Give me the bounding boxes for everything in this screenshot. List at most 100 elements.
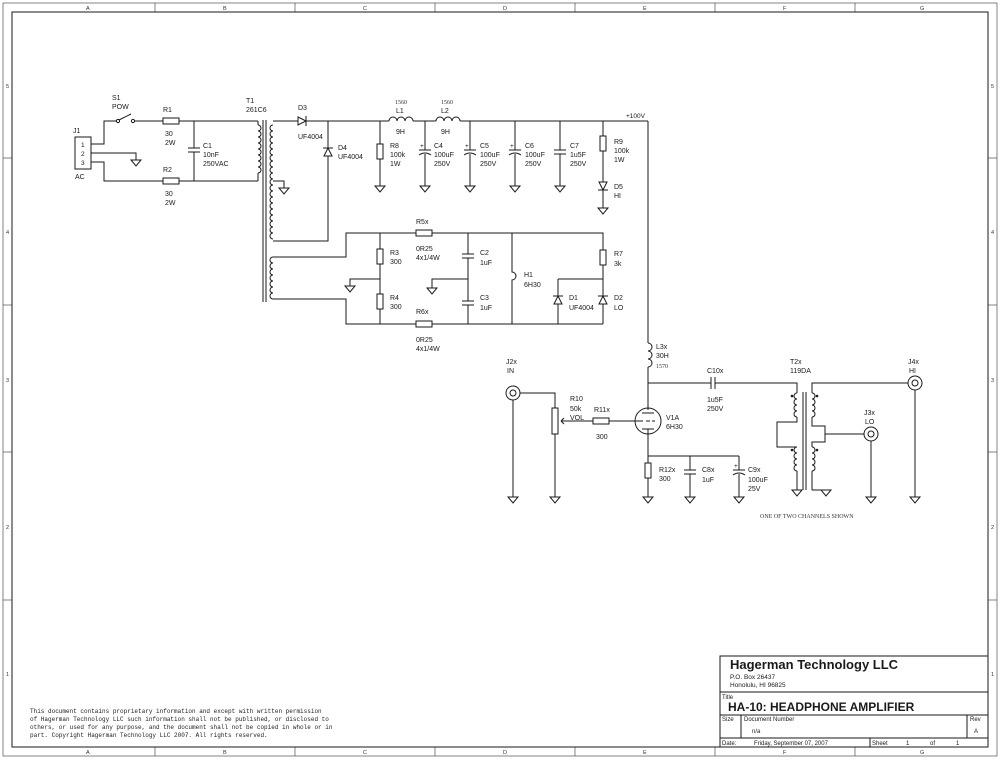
v1a-ref: V1A bbox=[666, 415, 680, 422]
zone-label-right-1: 1 bbox=[991, 672, 994, 678]
r2-rating: 2W bbox=[165, 200, 176, 207]
d3-ref: D3 bbox=[298, 105, 307, 112]
j2x-ref: J2x bbox=[506, 359, 517, 366]
c7-ref: C7 bbox=[570, 143, 579, 150]
ground-symbol bbox=[506, 496, 520, 504]
j1-value: AC bbox=[75, 174, 85, 181]
t2x-value: 119DA bbox=[790, 368, 811, 375]
revision: A bbox=[974, 729, 978, 735]
j3x-output-jack-lo bbox=[863, 426, 879, 442]
c10x-capacitor bbox=[710, 377, 716, 389]
date-value: Friday, September 07, 2007 bbox=[754, 741, 829, 747]
l1-value: 9H bbox=[396, 129, 405, 136]
heater-supply-section: R5x 0R25 4x1/4W R6x 0R25 4x1/4W R3 300 R… bbox=[273, 219, 624, 353]
h1-value: 6H30 bbox=[524, 282, 541, 289]
r1-resistor bbox=[162, 117, 180, 125]
ground-symbol bbox=[129, 159, 143, 167]
d5-led bbox=[598, 181, 608, 192]
ground-symbol bbox=[553, 185, 567, 193]
svg-text:+: + bbox=[510, 143, 514, 150]
document-number: n/a bbox=[752, 729, 761, 735]
v1a-value: 6H30 bbox=[666, 424, 683, 431]
ground-symbol bbox=[790, 489, 804, 497]
c10x-ref: C10x bbox=[707, 368, 724, 375]
d4-diode bbox=[323, 146, 333, 157]
disclaimer-line-2: of Hagerman Technology LLC such informat… bbox=[30, 716, 329, 723]
l2-inductor bbox=[435, 116, 461, 122]
disclaimer: This document contains proprietary infor… bbox=[30, 708, 333, 739]
c9x-rating: 25V bbox=[748, 486, 761, 493]
svg-text:+: + bbox=[420, 143, 424, 150]
ground-symbol bbox=[908, 496, 922, 504]
zone-label-top-e: E bbox=[643, 6, 647, 12]
ground-symbol bbox=[373, 185, 387, 193]
zone-label-bottom-c: C bbox=[363, 750, 367, 756]
drawing-title: HA-10: HEADPHONE AMPLIFIER bbox=[728, 700, 915, 714]
zone-label-left-4: 4 bbox=[6, 230, 9, 236]
t2x-output-transformer bbox=[776, 392, 826, 490]
r5x-value: 0R25 bbox=[416, 246, 433, 253]
d1-ref: D1 bbox=[569, 295, 578, 302]
c5-value: 100uF bbox=[480, 152, 500, 159]
d5-value: HI bbox=[614, 193, 621, 200]
svg-text:+: + bbox=[734, 463, 738, 470]
j2x-input-jack bbox=[505, 385, 521, 401]
r11x-resistor bbox=[592, 417, 610, 425]
r8-rating: 1W bbox=[390, 161, 401, 168]
d2-ref: D2 bbox=[614, 295, 623, 302]
zone-label-bottom-a: A bbox=[86, 750, 90, 756]
r8-ref: R8 bbox=[390, 143, 399, 150]
r12x-value: 300 bbox=[659, 476, 671, 483]
ground-symbol bbox=[641, 496, 655, 504]
document-number-label: Document Number bbox=[744, 717, 794, 723]
c9x-ref: C9x bbox=[748, 467, 761, 474]
r4-resistor bbox=[376, 293, 384, 310]
r6x-resistor bbox=[415, 320, 433, 328]
zone-label-top-c: C bbox=[363, 6, 367, 12]
date-label: Date: bbox=[722, 741, 737, 747]
c4-ref: C4 bbox=[434, 143, 443, 150]
c8x-ref: C8x bbox=[702, 467, 715, 474]
ground-symbol bbox=[343, 285, 357, 293]
ground-symbol bbox=[548, 496, 562, 504]
r4-value: 300 bbox=[390, 304, 402, 311]
r10-rating: VOL bbox=[570, 415, 584, 422]
c2-value: 1uF bbox=[480, 260, 492, 267]
d3-value: UF4004 bbox=[298, 134, 323, 141]
c7-rating: 250V bbox=[570, 161, 587, 168]
ground-symbol bbox=[683, 496, 697, 504]
zone-label-bottom-g: G bbox=[920, 750, 924, 756]
l3x-value: 30H bbox=[656, 353, 669, 360]
c6-rating: 250V bbox=[525, 161, 542, 168]
sheet-count: 1 bbox=[956, 741, 960, 747]
c4-value: 100uF bbox=[434, 152, 454, 159]
l1-ref: L1 bbox=[396, 108, 404, 115]
c1-capacitor bbox=[188, 121, 200, 181]
r5x-ref: R5x bbox=[416, 219, 429, 226]
sheet-label: Sheet bbox=[872, 741, 888, 747]
r10-ref: R10 bbox=[570, 396, 583, 403]
disclaimer-line-3: others, or used for any purpose, and the… bbox=[30, 724, 333, 731]
s1-switch bbox=[115, 113, 136, 124]
c2-ref: C2 bbox=[480, 250, 489, 257]
d2-led bbox=[598, 294, 608, 305]
zone-label-bottom-f: F bbox=[783, 750, 787, 756]
c6-value: 100uF bbox=[525, 152, 545, 159]
ground-symbol bbox=[864, 496, 878, 504]
d2-value: LO bbox=[614, 305, 624, 312]
r3-resistor bbox=[376, 248, 384, 265]
l3x-part: 1570 bbox=[656, 364, 668, 370]
zone-label-left-1: 1 bbox=[6, 672, 9, 678]
ground-symbol bbox=[508, 185, 522, 193]
r7-ref: R7 bbox=[614, 251, 623, 258]
zone-label-left-2: 2 bbox=[6, 525, 9, 531]
c7-value: 1u5F bbox=[570, 152, 586, 159]
r7-value: 3k bbox=[614, 261, 622, 268]
d1-value: UF4004 bbox=[569, 305, 594, 312]
r2-ref: R2 bbox=[163, 167, 172, 174]
title-block: Hagerman Technology LLC P.O. Box 26437 H… bbox=[719, 655, 989, 748]
t2x-ref: T2x bbox=[790, 359, 802, 366]
rail-label: +100V bbox=[626, 113, 646, 120]
c5-ref: C5 bbox=[480, 143, 489, 150]
